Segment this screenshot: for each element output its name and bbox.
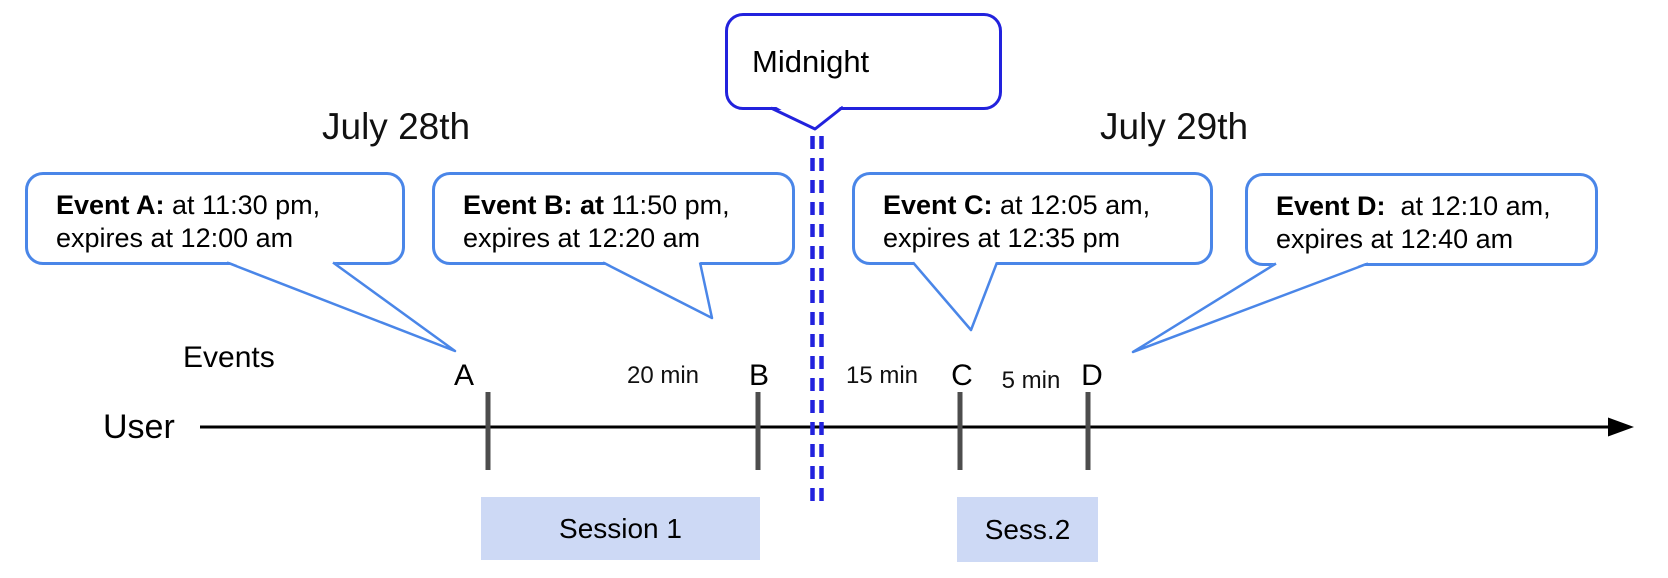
callout-tail-b [603, 261, 712, 318]
event-c-expiry-text: expires at 12:35 pm [883, 223, 1121, 253]
event-b-expiry-text: expires at 12:20 am [463, 223, 701, 253]
date-label-july-29: July 29th [1100, 106, 1249, 147]
event-b-title: Event B: at [463, 190, 605, 220]
event-callout-a: Event A: at 11:30 pm, expires at 12:00 a… [25, 172, 405, 265]
tick-label-b: B [748, 359, 770, 392]
tick-label-c: C [951, 359, 973, 392]
tick-label-a: A [453, 359, 475, 392]
callout-tail-c-stroke [912, 261, 999, 332]
event-d-expiry-text: expires at 12:40 am [1276, 224, 1514, 254]
event-callout-c: Event C: at 12:05 am, expires at 12:35 p… [852, 172, 1213, 265]
callout-tail-b-stroke [602, 261, 714, 320]
event-d-time-text: at 12:10 am, [1385, 191, 1551, 221]
callout-tail-a-stroke [226, 261, 457, 353]
callout-tail-c [913, 261, 997, 330]
interval-label-c-d: 5 min [1001, 367, 1061, 394]
session-1-label: Session 1 [559, 512, 682, 544]
session-2-label: Sess.2 [984, 513, 1071, 545]
midnight-callout: Midnight [725, 13, 1002, 110]
event-d-time-line: Event D: at 12:10 am, [1276, 190, 1595, 223]
events-axis-label: Events [183, 341, 275, 374]
event-callout-b: Event B: at 11:50 pm, expires at 12:20 a… [432, 172, 795, 265]
event-callout-d: Event D: at 12:10 am, expires at 12:40 a… [1245, 173, 1598, 266]
session-2-box: Sess.2 [957, 497, 1098, 562]
callout-tail-d [1133, 262, 1368, 352]
interval-label-mid-c: 15 min [845, 362, 919, 389]
event-b-time-text: 11:50 pm, [604, 190, 730, 220]
callout-tail-a [227, 261, 455, 351]
event-b-time-line: Event B: at 11:50 pm, [463, 189, 792, 222]
event-c-title: Event C: [883, 190, 993, 220]
event-a-time-text: at 11:30 pm, [164, 190, 321, 220]
event-c-time-text: at 12:05 am, [992, 190, 1151, 220]
event-a-expiry-text: expires at 12:00 am [56, 223, 294, 253]
callout-tail-d-stroke [1131, 262, 1369, 354]
tick-label-d: D [1081, 359, 1103, 392]
user-axis-label: User [103, 407, 175, 446]
midnight-callout-tail-stroke [770, 105, 844, 131]
timeline-arrowhead-icon [1608, 417, 1634, 437]
date-label-july-28: July 28th [322, 106, 471, 147]
event-c-time-line: Event C: at 12:05 am, [883, 189, 1210, 222]
interval-label-a-b: 20 min [626, 362, 700, 389]
midnight-label: Midnight [752, 43, 870, 79]
event-a-title: Event A: [56, 190, 165, 220]
session-1-box: Session 1 [481, 497, 760, 560]
event-d-title: Event D: [1276, 191, 1386, 221]
event-a-time-line: Event A: at 11:30 pm, [56, 189, 402, 222]
